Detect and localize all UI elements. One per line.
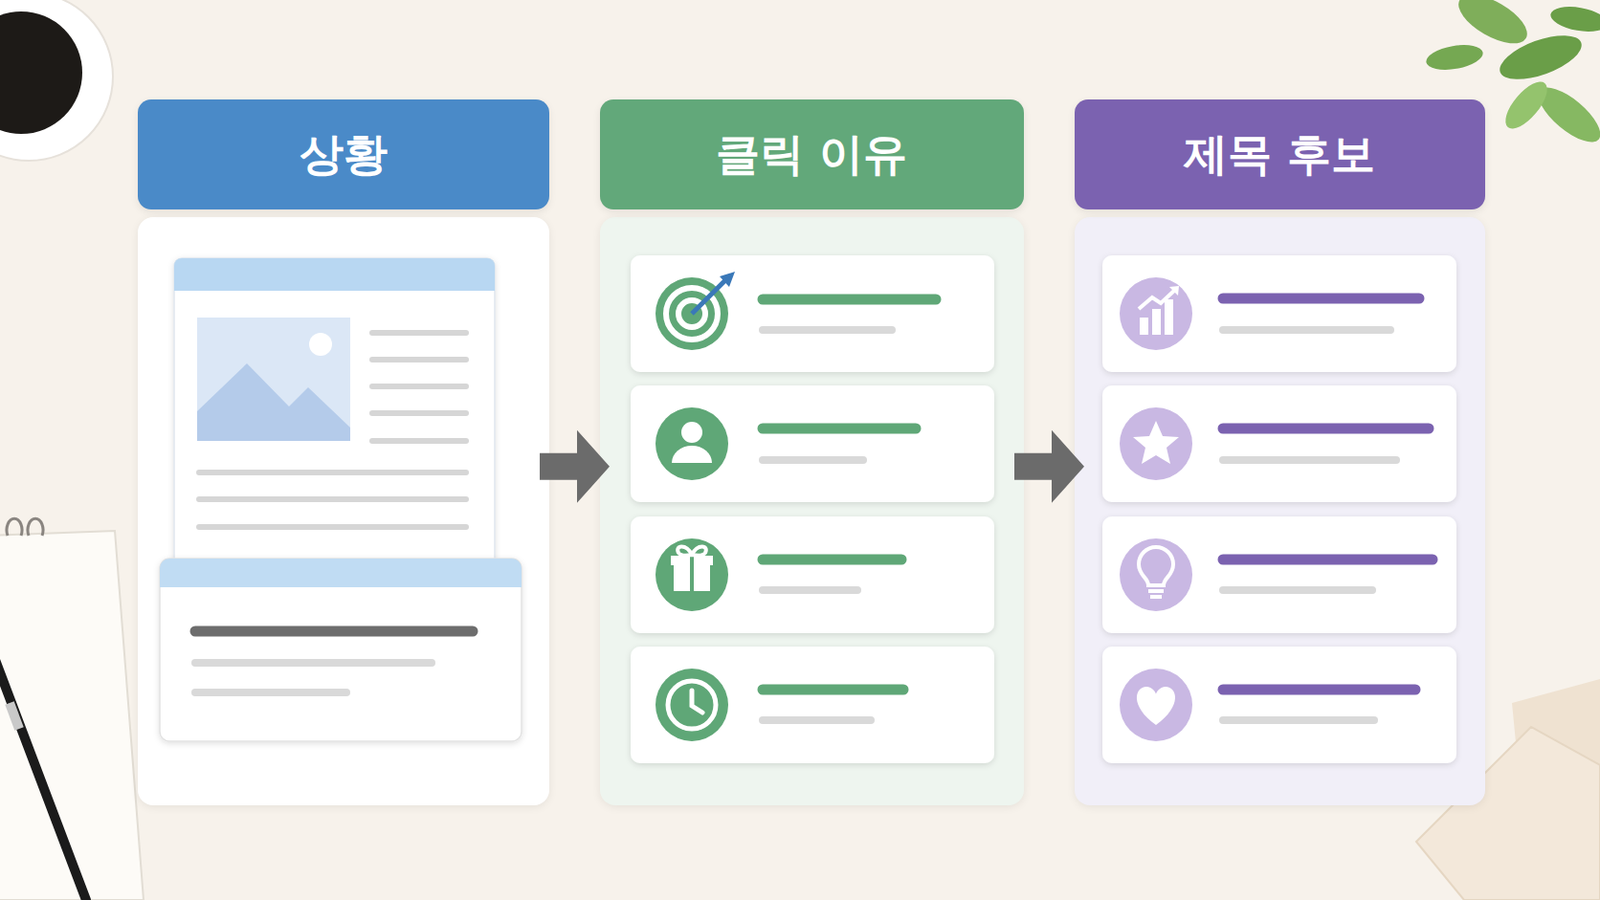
column-box: 상황 [137, 99, 550, 806]
title-card [1102, 516, 1457, 634]
column-box: 클릭 이유 [600, 99, 1024, 806]
title-cards [1102, 255, 1457, 764]
reason-card [630, 646, 995, 764]
title-card [1102, 385, 1457, 503]
title-card [1102, 255, 1457, 373]
document-illustration [159, 258, 522, 742]
title-card [1102, 646, 1457, 764]
reason-card [630, 255, 995, 373]
coffee-cup [0, 0, 113, 161]
column-header: 제목 후보 [1074, 99, 1486, 210]
flow-arrow [1014, 430, 1085, 504]
column-header: 클릭 이유 [600, 99, 1024, 210]
column-panel [1074, 217, 1486, 806]
reason-card [630, 516, 995, 634]
column-box: 제목 후보 [1074, 99, 1486, 806]
column-header: 상황 [137, 99, 550, 210]
flow-arrow [539, 430, 610, 504]
reason-cards [630, 255, 995, 764]
notebook [0, 518, 144, 900]
column-panel [137, 217, 550, 806]
reason-card [630, 385, 995, 503]
column-panel [600, 217, 1024, 806]
